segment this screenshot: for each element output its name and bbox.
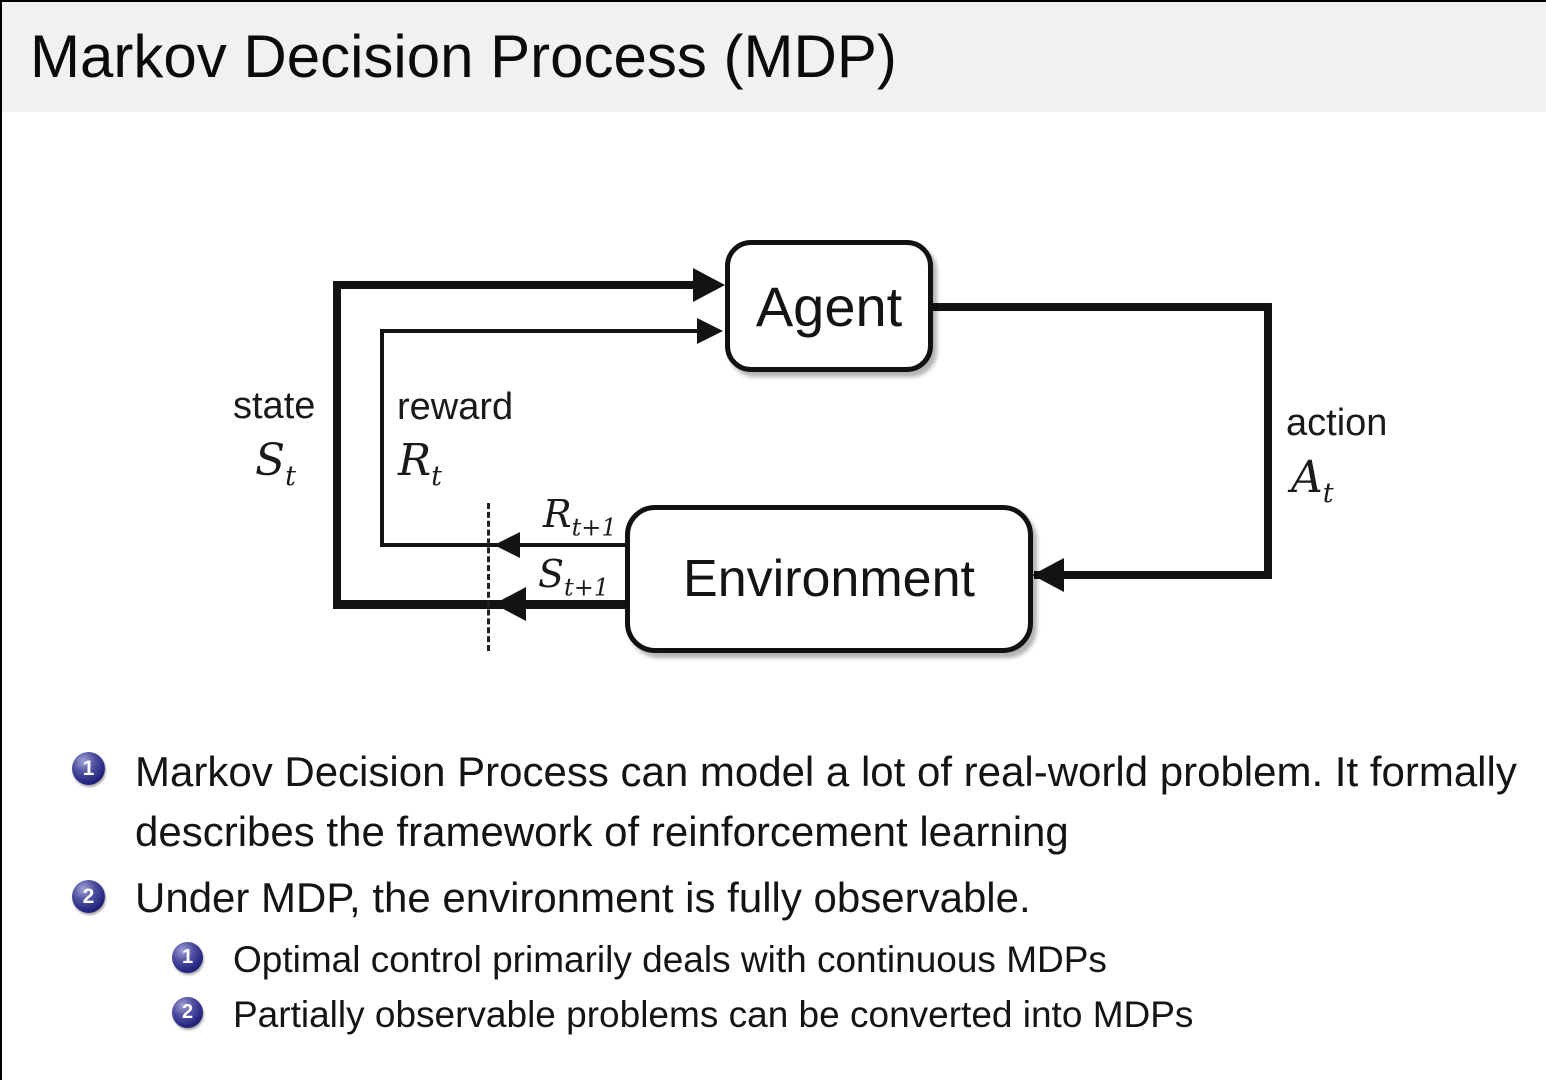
slide-header: Markov Decision Process (MDP) — [0, 0, 1546, 112]
environment-box-label: Environment — [683, 550, 975, 608]
action-line-top — [920, 303, 1272, 311]
sub-bullet-1-text: Optimal control primarily deals with con… — [233, 939, 1107, 980]
agent-box: Agent — [725, 240, 933, 372]
state-symbol: St — [255, 435, 297, 492]
bullet-2-text: Under MDP, the environment is fully obse… — [135, 874, 1031, 921]
state-line-bottom — [333, 600, 625, 609]
bullet-2-marker: 2 — [72, 880, 105, 913]
bullet-1-text: Markov Decision Process can model a lot … — [135, 748, 1517, 855]
agent-box-label: Agent — [755, 274, 903, 338]
state-label: state — [233, 385, 316, 427]
state-arrowhead-into-agent — [693, 268, 725, 302]
reward-symbol: Rt — [398, 435, 442, 492]
bullet-1-marker: 1 — [72, 752, 105, 785]
state-line-top — [333, 281, 703, 289]
next-state-arrowhead — [494, 587, 526, 621]
sub-bullet-2-text: Partially observable problems can be con… — [233, 994, 1194, 1035]
action-label: action — [1286, 402, 1388, 444]
action-line-vertical — [1264, 303, 1272, 579]
slide-left-border — [0, 0, 2, 1080]
reward-label: reward — [397, 386, 514, 428]
action-arrowhead-into-environment — [1032, 558, 1064, 592]
next-state-symbol: St+1 — [538, 552, 610, 602]
reward-line-top — [380, 329, 702, 333]
state-line-vertical — [333, 281, 341, 609]
next-reward-arrowhead — [494, 532, 520, 558]
sub-bullet-2-marker: 2 — [172, 997, 203, 1028]
slide-top-border — [0, 0, 1546, 2]
timestep-boundary-dashed-line — [487, 503, 490, 651]
sub-bullet-1-marker: 1 — [172, 942, 203, 973]
next-reward-symbol: Rt+1 — [543, 492, 617, 542]
action-symbol: At — [1291, 452, 1334, 509]
reward-line-vertical — [380, 329, 384, 547]
reward-arrowhead-into-agent — [697, 318, 723, 344]
action-line-bottom — [1034, 571, 1272, 579]
page-title: Markov Decision Process (MDP) — [30, 22, 897, 90]
environment-box: Environment — [625, 505, 1033, 653]
